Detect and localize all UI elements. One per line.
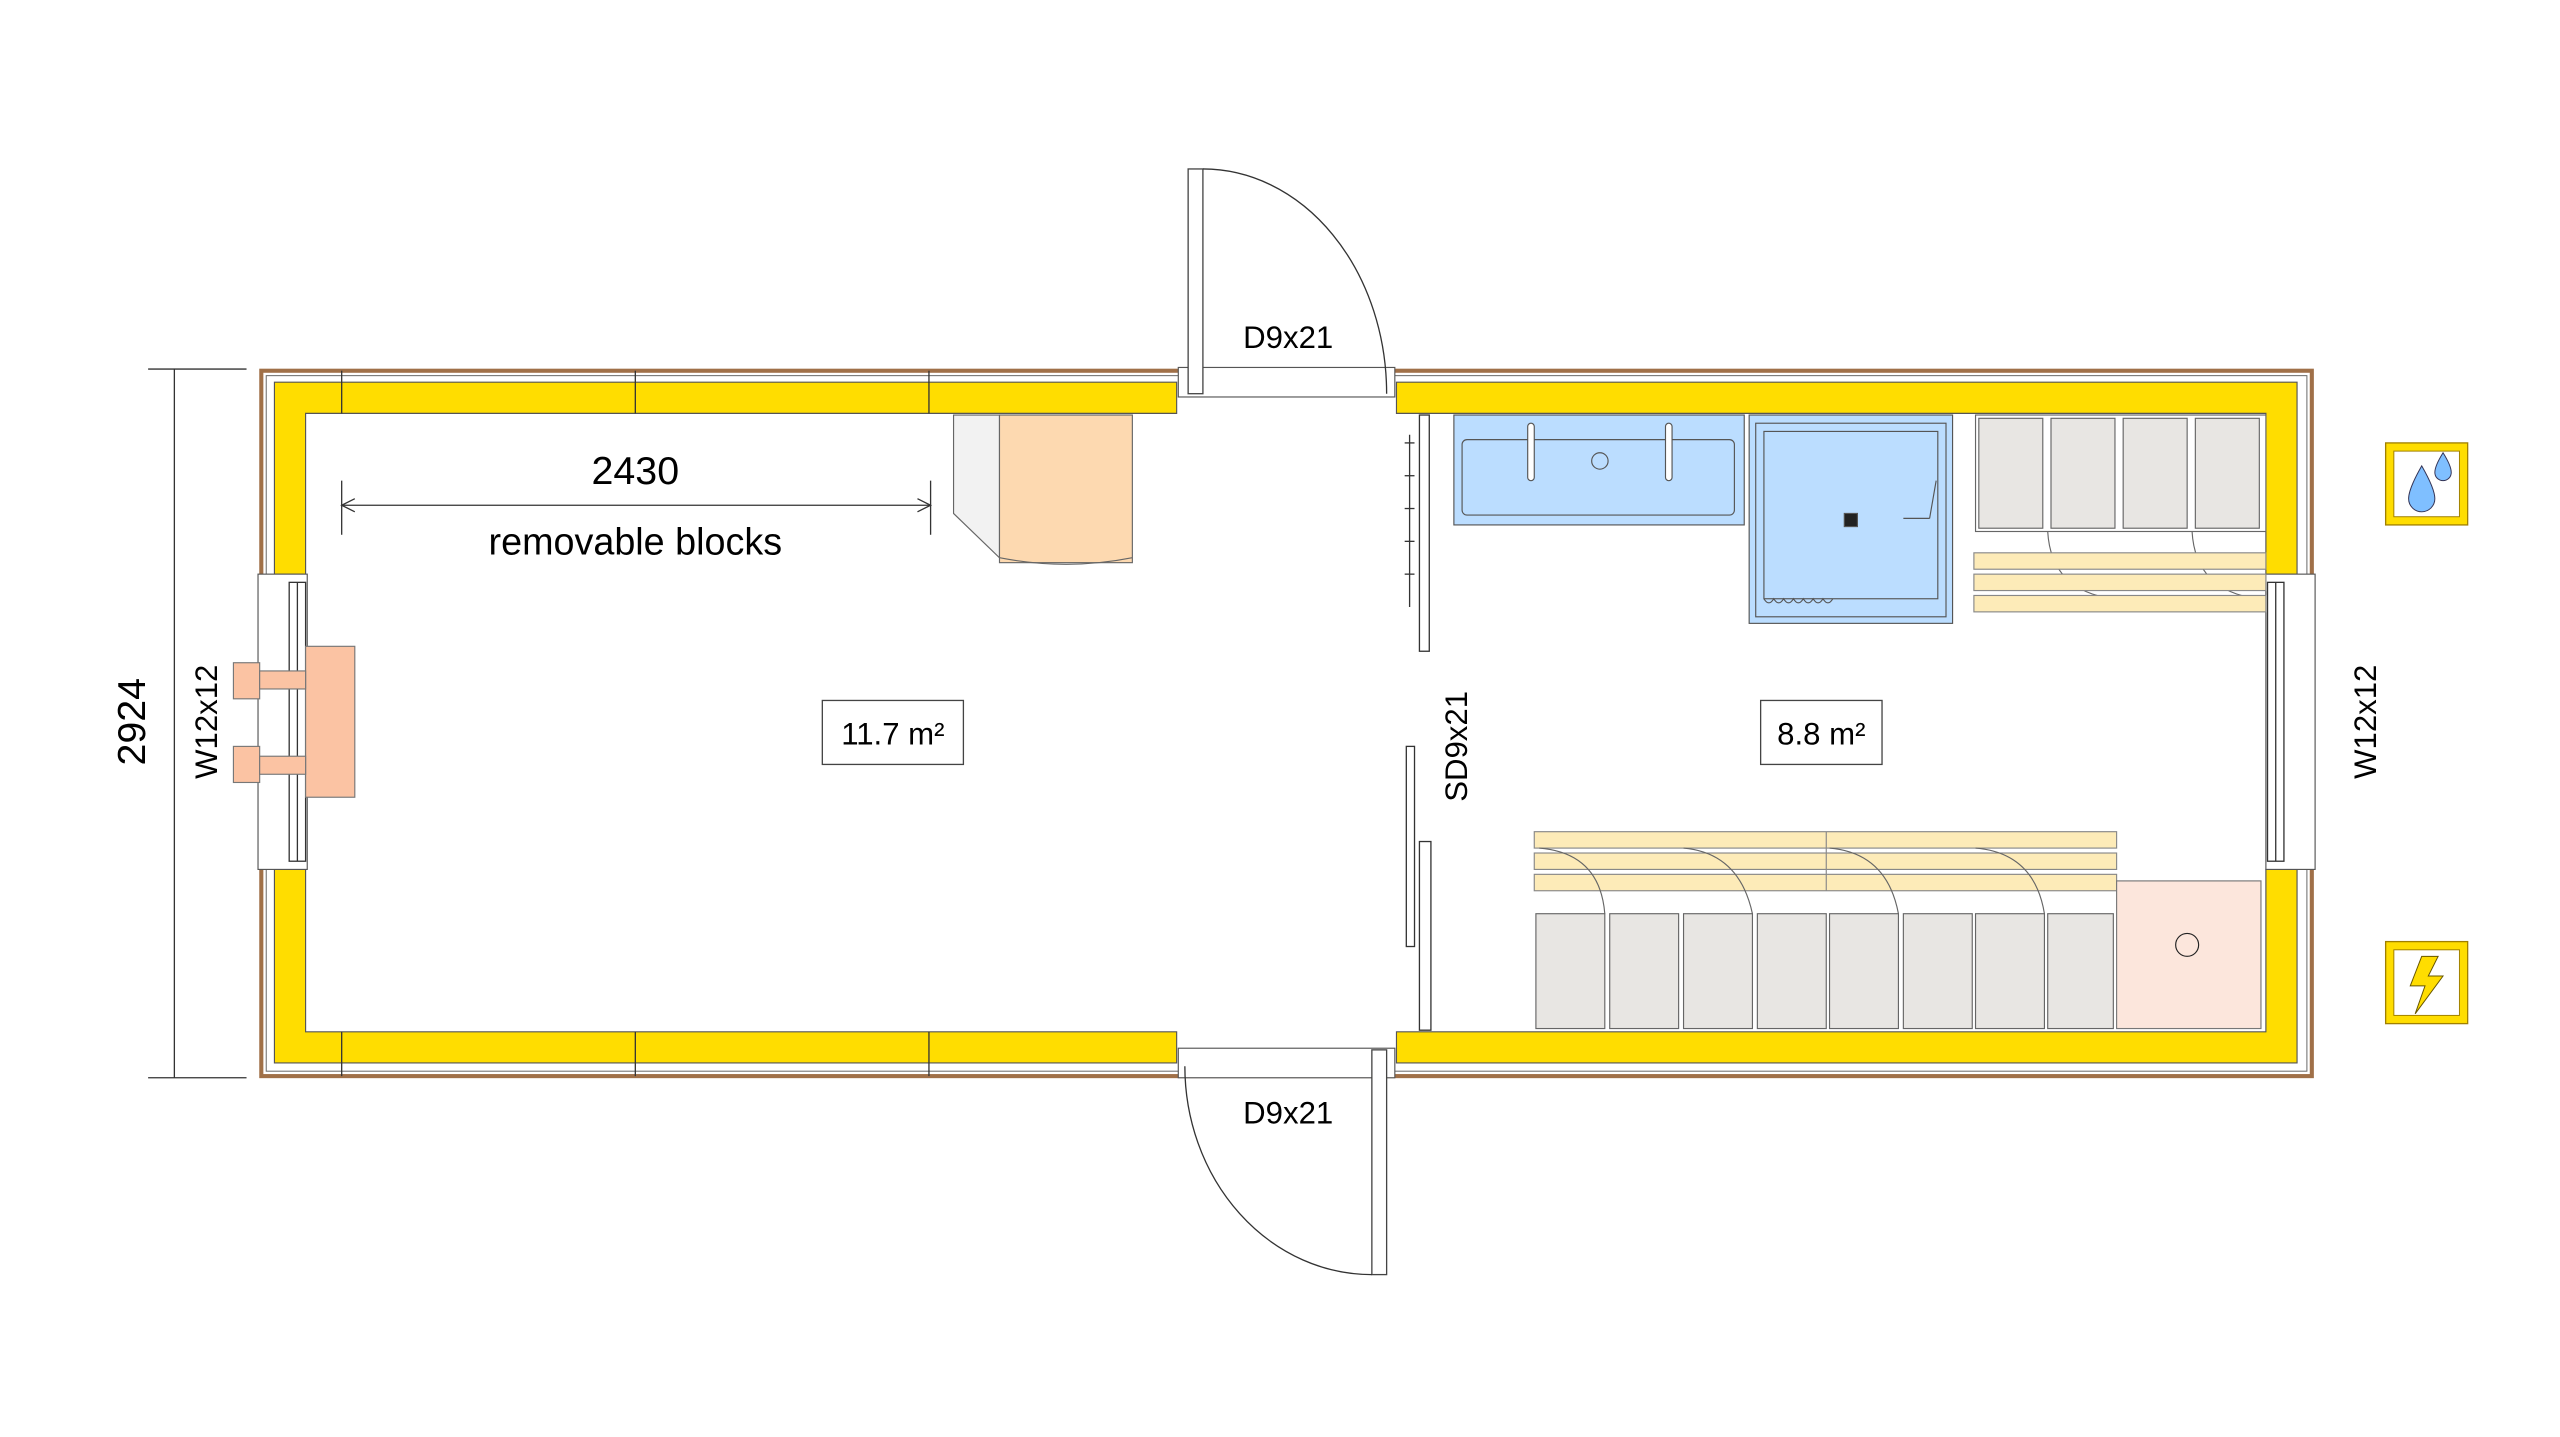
lockers-top: [1974, 414, 2267, 600]
desk: [952, 414, 1133, 565]
window-left-label: W12x12: [189, 665, 224, 779]
water-supply-icon: [2384, 442, 2469, 526]
shower: [1748, 414, 1954, 624]
boiler: [2116, 880, 2262, 1030]
lockers-bottom: [1535, 847, 2114, 1030]
window-right-label: W12x12: [2348, 665, 2383, 779]
removable-blocks-note: removable blocks: [489, 520, 782, 562]
sliding-door[interactable]: [1404, 414, 1432, 1031]
electricity-icon: [2384, 940, 2469, 1025]
dimension-overall-label: 2924: [110, 678, 154, 766]
room-area-left: 11.7 m²: [821, 699, 965, 766]
door-top-label: D9x21: [1243, 320, 1333, 355]
window-right: [2266, 581, 2285, 862]
room-area-right: 8.8 m²: [1759, 699, 1883, 766]
bench-bottom: [1533, 831, 2118, 892]
dimension-removable: [340, 480, 933, 535]
svg-text:8.8 m²: 8.8 m²: [1777, 717, 1865, 752]
dimension-removable-label: 2430: [592, 449, 680, 493]
door-top[interactable]: [1187, 168, 1388, 395]
door-bottom[interactable]: [1184, 1049, 1388, 1276]
washbasin: [1453, 414, 1745, 526]
svg-text:11.7 m²: 11.7 m²: [841, 717, 944, 752]
door-bottom-label: D9x21: [1243, 1096, 1333, 1131]
outer-wall: [257, 366, 2316, 1079]
heater: [232, 645, 356, 798]
sliding-door-label: SD9x21: [1439, 691, 1474, 802]
bench-top: [1973, 552, 2267, 613]
dimension-overall: [148, 368, 247, 1079]
